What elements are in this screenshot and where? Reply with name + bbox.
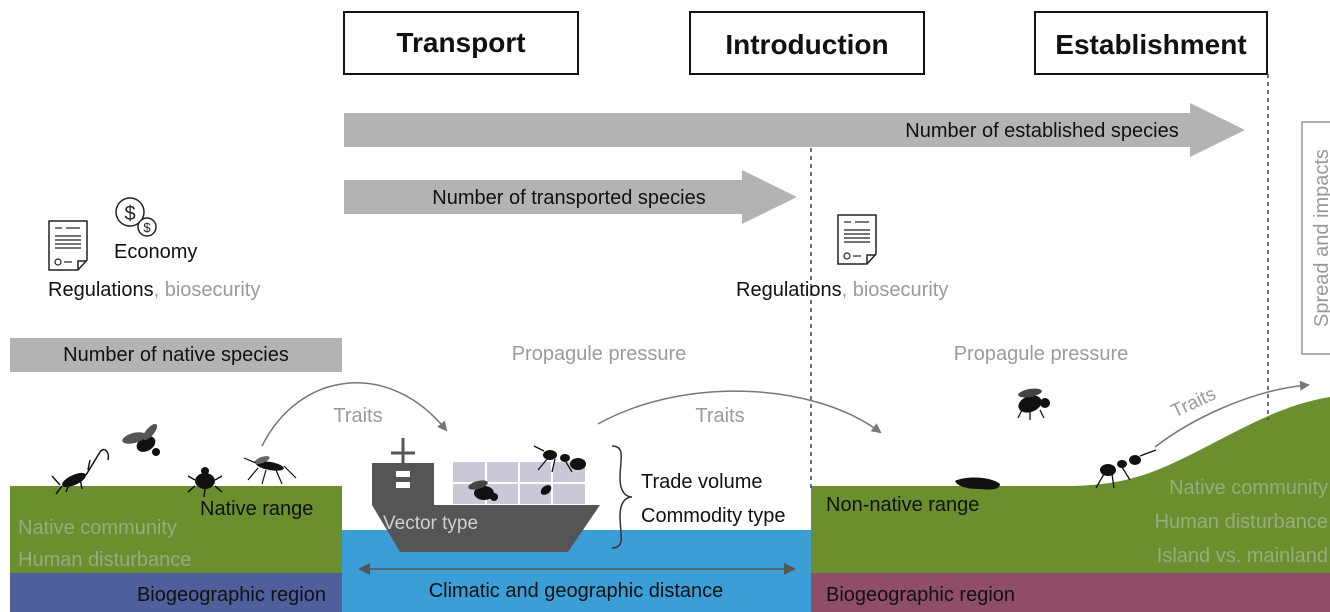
right-human-disturbance-label: Human disturbance xyxy=(1155,511,1328,533)
spread-impacts-box: Spread and impacts xyxy=(1301,121,1330,355)
native-range-label: Native range xyxy=(200,498,313,520)
climatic-distance-label: Climatic and geographic distance xyxy=(429,580,724,602)
traits-arrow-2 xyxy=(597,390,882,434)
economy-label: Economy xyxy=(114,241,197,263)
brace xyxy=(611,445,633,549)
fly-on-ship-icon xyxy=(468,480,498,501)
stage-transport-label: Transport xyxy=(396,27,525,58)
right-land xyxy=(811,397,1330,573)
stage-transport: Transport xyxy=(343,11,579,75)
traits-arrow-3 xyxy=(1154,380,1310,448)
left-human-disturbance-label: Human disturbance xyxy=(18,549,191,571)
svg-text:$: $ xyxy=(124,203,135,225)
native-species-label: Number of native species xyxy=(63,344,289,366)
left-region-bar xyxy=(10,573,342,612)
traits-label-2: Traits xyxy=(695,405,744,427)
middle-regulations-line: Regulations, biosecurity xyxy=(736,279,948,301)
left-regulations: Regulations xyxy=(48,279,154,301)
vector-type-label: Vector type xyxy=(383,513,478,534)
right-native-community-label: Native community xyxy=(1169,477,1328,499)
traits-label-3: Traits xyxy=(1168,384,1219,423)
ship-icon xyxy=(372,438,600,552)
coins-icon: $ $ xyxy=(115,197,157,237)
propagule-pressure-establishment: Propagule pressure xyxy=(954,343,1129,365)
established-arrow-label: Number of established species xyxy=(905,120,1178,142)
stage-introduction: Introduction xyxy=(689,11,925,75)
beetle-small-icon xyxy=(187,467,223,498)
island-mainland-label: Island vs. mainland xyxy=(1157,545,1328,567)
beetle-icon xyxy=(51,448,110,495)
trade-volume-label: Trade volume xyxy=(641,471,763,493)
left-native-community-label: Native community xyxy=(18,517,177,539)
stage-introduction-label: Introduction xyxy=(725,29,888,60)
larva-icon xyxy=(955,477,1000,490)
left-regulations-line: Regulations, biosecurity xyxy=(48,279,260,301)
right-biogeographic-region-label: Biogeographic region xyxy=(826,584,1015,606)
middle-regulations: Regulations xyxy=(736,279,842,301)
non-native-range-label: Non-native range xyxy=(826,494,979,516)
bee-icon xyxy=(1017,388,1050,420)
document-icon xyxy=(48,220,88,271)
fly-icon xyxy=(122,423,160,456)
transported-arrow-label: Number of transported species xyxy=(432,187,705,209)
stage-establishment-label: Establishment xyxy=(1055,29,1246,60)
stage-establishment: Establishment xyxy=(1034,11,1268,75)
svg-text:$: $ xyxy=(143,220,151,235)
native-species-bar xyxy=(10,338,342,372)
traits-label-1: Traits xyxy=(333,405,382,427)
traits-arrow-1 xyxy=(261,382,448,447)
beetle-on-ship-icon xyxy=(540,485,552,495)
spread-impacts-label: Spread and impacts xyxy=(1311,149,1330,327)
propagule-pressure-transport: Propagule pressure xyxy=(512,343,687,365)
established-arrow xyxy=(344,103,1245,157)
right-region-bar xyxy=(811,573,1330,612)
ant-right-icon xyxy=(1095,449,1157,489)
middle-biosecurity: , biosecurity xyxy=(842,279,949,301)
transported-arrow xyxy=(344,170,797,224)
mosquito-icon xyxy=(243,456,297,485)
document-icon-middle xyxy=(837,214,877,265)
ant-on-ship-icon xyxy=(533,445,586,473)
commodity-type-label: Commodity type xyxy=(641,505,786,527)
left-biogeographic-region-label: Biogeographic region xyxy=(137,584,326,606)
left-land xyxy=(10,486,342,573)
left-biosecurity: , biosecurity xyxy=(154,279,261,301)
